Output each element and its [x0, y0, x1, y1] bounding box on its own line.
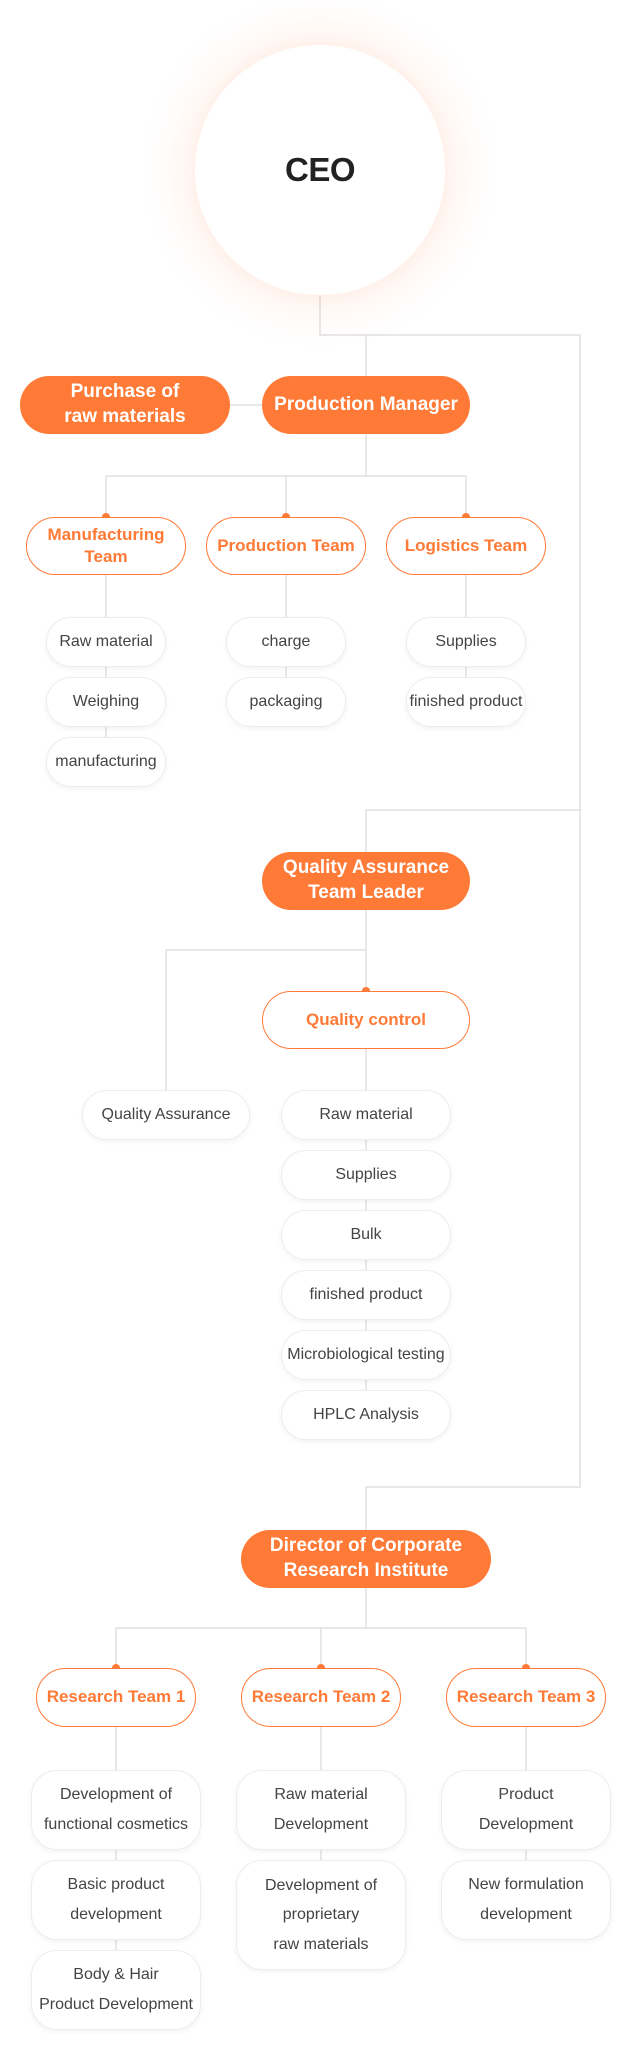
production-manager-node: Production Manager [262, 376, 470, 434]
ceo-node: CEO [195, 45, 445, 295]
research1-item: Basic product development [31, 1860, 201, 1940]
logistics-team-node: Logistics Team [386, 517, 546, 575]
manufacturing-item: Weighing [46, 677, 166, 727]
logistics-item: finished product [406, 677, 526, 727]
manufacturing-item: manufacturing [46, 737, 166, 787]
trunk-to-quality-line [365, 809, 580, 852]
quality-item: Raw material [281, 1090, 451, 1140]
quality-assurance-leader-node: Quality Assurance Team Leader [262, 852, 470, 910]
manufacturing-item: Raw material [46, 617, 166, 667]
quality-item: HPLC Analysis [281, 1390, 451, 1440]
ceo-label: CEO [284, 151, 356, 188]
research1-item: Body & Hair Product Development [31, 1950, 201, 2030]
production-item: packaging [226, 677, 346, 727]
research3-item: New formulation development [441, 1860, 611, 1940]
production-item: charge [226, 617, 346, 667]
quality-item: Microbiological testing [281, 1330, 451, 1380]
purchase-raw-materials-node: Purchase of raw materials [20, 376, 230, 434]
manufacturing-team-node: Manufacturing Team [26, 517, 186, 575]
research2-item: Raw material Development [236, 1770, 406, 1850]
research-team-2-node: Research Team 2 [241, 1668, 401, 1727]
research3-item: Product Development [441, 1770, 611, 1850]
logistics-item: Supplies [406, 617, 526, 667]
quality-item: Supplies [281, 1150, 451, 1200]
research-team-1-node: Research Team 1 [36, 1668, 196, 1727]
quality-item: finished product [281, 1270, 451, 1320]
production-branch-line [105, 433, 467, 517]
research-branch-line [115, 1588, 527, 1668]
quality-control-node: Quality control [262, 991, 470, 1049]
ceo-trunk-line [319, 295, 581, 1530]
research-director-node: Director of Corporate Research Institute [241, 1530, 491, 1588]
research-team-3-node: Research Team 3 [446, 1668, 606, 1727]
quality-assurance-node: Quality Assurance [82, 1090, 250, 1140]
quality-branch-line [165, 910, 367, 1090]
research1-item: Development of functional cosmetics [31, 1770, 201, 1850]
quality-item: Bulk [281, 1210, 451, 1260]
research2-item: Development of proprietary raw materials [236, 1860, 406, 1970]
production-team-node: Production Team [206, 517, 366, 575]
